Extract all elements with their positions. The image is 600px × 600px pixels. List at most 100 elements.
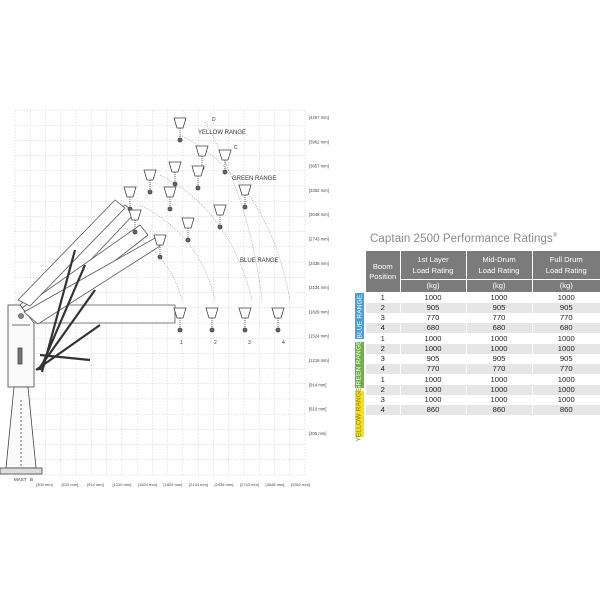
boom-position-cell: 3 <box>366 354 401 364</box>
hook-icon <box>153 234 167 260</box>
load-rating-cell: 1000 <box>466 395 533 405</box>
y-axis-label: [1219 mm] <box>309 358 329 363</box>
load-rating-cell: 770 <box>466 313 533 323</box>
load-rating-cell: 1000 <box>400 292 467 303</box>
position-3-label: 3 <box>248 340 251 346</box>
load-rating-cell: 905 <box>400 354 467 364</box>
mast-marker: B <box>30 477 33 482</box>
x-axis-label: [3352 mm] <box>291 482 310 487</box>
x-axis-label: [1219 mm] <box>113 482 132 487</box>
hook-icon <box>213 204 227 230</box>
load-rating-cell: 1000 <box>466 333 533 344</box>
boom-position-cell: 4 <box>366 364 401 375</box>
y-axis-label: [305 mm] <box>309 431 326 436</box>
boom-position-cell: 1 <box>366 292 401 303</box>
boom-position-cell: 2 <box>366 385 401 395</box>
x-axis-label: [610 mm] <box>62 482 79 487</box>
y-axis-label: [2743 mm] <box>309 237 329 242</box>
boom-position-cell: 4 <box>366 323 401 334</box>
boom-position-cell: 3 <box>366 395 401 405</box>
load-rating-cell: 1000 <box>400 374 467 385</box>
load-rating-cell: 905 <box>466 303 533 313</box>
x-axis-label: [305 mm] <box>36 482 53 487</box>
load-rating-cell: 860 <box>400 405 467 415</box>
header-full-drum: Full Drum Load Rating <box>532 251 600 280</box>
x-axis-label: [1524 mm] <box>138 482 157 487</box>
load-rating-cell: 905 <box>532 303 600 313</box>
load-rating-cell: 1000 <box>466 344 533 354</box>
yellow-range-label: YELLOW RANGE <box>198 130 246 136</box>
load-rating-cell: 1000 <box>400 385 467 395</box>
header-mid-drum: Mid-Drum Load Rating <box>466 251 533 280</box>
blue-range-label: BLUE RANGE <box>240 258 279 264</box>
hook-icon <box>173 117 187 143</box>
load-rating-cell: 770 <box>466 364 533 375</box>
load-rating-cell: 1000 <box>532 385 600 395</box>
green-range-bar: GREEN RANGE <box>355 339 364 391</box>
hook-icon <box>181 217 195 243</box>
crane-booms <box>17 199 176 325</box>
registered-mark: ® <box>552 233 558 240</box>
hook-icon <box>238 184 252 210</box>
y-axis-label: [914 mm] <box>309 382 326 387</box>
load-rating-cell: 905 <box>559 354 573 363</box>
boom-position-cell: 2 <box>366 344 401 354</box>
y-axis-label: [3962 mm] <box>309 139 329 144</box>
x-axis-label: [914 mm] <box>87 482 104 487</box>
position-2-label: 2 <box>214 340 217 346</box>
y-axis-label: [610 mm] <box>309 407 326 412</box>
crane-mast <box>0 304 43 475</box>
load-rating-cell: 905 <box>466 354 533 364</box>
y-axis-label: [3352 mm] <box>309 188 329 193</box>
y-axis-label: [3657 mm] <box>309 164 329 169</box>
position-1-label: 1 <box>180 340 183 346</box>
header-1st-layer: 1st Layer Load Rating <box>400 251 467 280</box>
boom-position-cell: 1 <box>366 374 401 385</box>
y-axis-label: [3048 mm] <box>309 212 329 217</box>
x-axis-label: [3048 mm] <box>266 482 285 487</box>
range-bar-label: YELLOW RANGE <box>356 386 364 442</box>
y-axis-label: [1829 mm] <box>309 309 329 314</box>
load-rating-cell: 770 <box>400 364 467 375</box>
hook-icon <box>191 165 205 191</box>
hook-icon <box>205 307 219 333</box>
performance-table: Boom Position 1st Layer Load Rating Mid-… <box>366 251 600 415</box>
load-rating-cell: 860 <box>466 405 533 415</box>
unit-1st-layer: (kg) <box>400 279 467 293</box>
load-rating-cell: 905 <box>400 303 467 313</box>
hook-positions <box>123 117 285 333</box>
boom-position-cell: 4 <box>366 405 401 415</box>
load-rating-cell: 1000 <box>532 333 600 344</box>
y-axis-labels: [4267 mm][3962 mm][3657 mm][3352 mm][304… <box>309 115 329 436</box>
range-bar-label: GREEN RANGE <box>356 339 363 391</box>
blue-range-bar: BLUE RANGE <box>355 293 364 339</box>
position-4-label: 4 <box>282 340 285 346</box>
hook-icon <box>128 209 142 235</box>
hook-icon <box>218 149 232 175</box>
table-title: Captain 2500 Performance Ratings® <box>370 233 600 245</box>
range-bar-label: BLUE RANGE <box>356 294 363 338</box>
yellow-range-bar: YELLOW RANGE <box>355 387 364 441</box>
load-rating-cell: 770 <box>400 313 467 323</box>
load-rating-cell: 680 <box>466 323 533 334</box>
unit-full-drum: (kg) <box>532 279 600 293</box>
boom-position-cell: 3 <box>366 313 401 323</box>
x-axis-label: [2743 mm] <box>240 482 259 487</box>
hook-icon <box>173 307 187 333</box>
y-axis-label: [2134 mm] <box>309 285 329 290</box>
hook-icon <box>163 186 177 212</box>
load-rating-cell: 1000 <box>466 374 533 385</box>
top-letter-c: C <box>234 145 238 151</box>
load-rating-cell: 1000 <box>466 292 533 303</box>
x-axis-label: [2438 mm] <box>215 482 234 487</box>
